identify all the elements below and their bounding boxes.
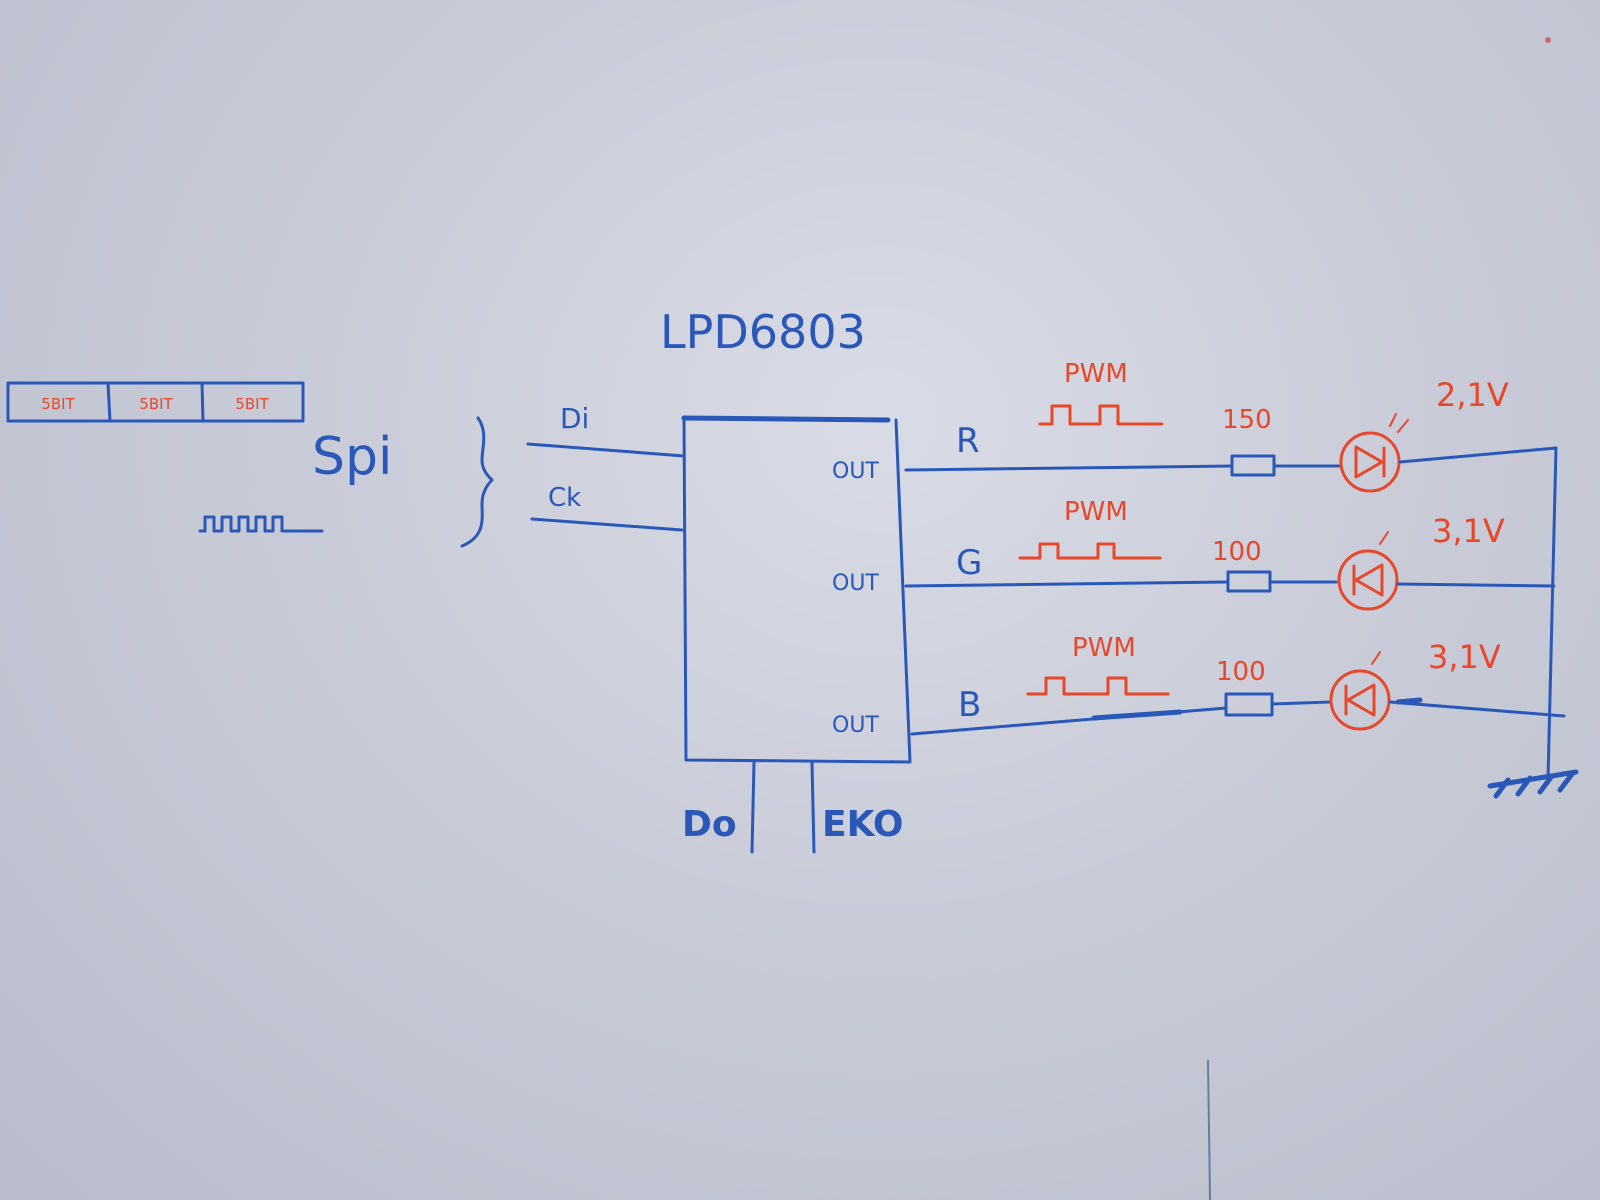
pwm-waveform-icon xyxy=(1018,542,1162,560)
clock-waveform-icon xyxy=(198,515,324,533)
led-r-icon xyxy=(1339,431,1401,493)
bus-brace xyxy=(460,416,494,548)
emission-arrow-icon xyxy=(1379,531,1389,545)
paper-mark xyxy=(1207,1059,1211,1200)
wire-b-mid xyxy=(1270,700,1332,706)
do-label: Do xyxy=(682,804,737,845)
pwm-label-b: PWM xyxy=(1072,633,1136,663)
data-frame: 5BIT 5BIT 5BIT xyxy=(6,381,305,423)
led-g-icon xyxy=(1337,549,1399,611)
spi-label: Spi xyxy=(312,427,392,487)
led-b-icon xyxy=(1329,669,1391,731)
wire-r-right xyxy=(1398,446,1558,464)
led-voltage-g: 3,1V xyxy=(1432,512,1505,550)
wire-b-right xyxy=(1388,700,1566,718)
pwm-waveform-icon xyxy=(1026,676,1170,696)
wire-r-left xyxy=(904,464,1234,472)
ground-icon xyxy=(1487,769,1579,799)
led-voltage-b: 3,1V xyxy=(1428,638,1501,676)
paper-dot xyxy=(1545,37,1551,43)
out-pin-b: OUT xyxy=(832,713,879,738)
frame-outline xyxy=(6,381,305,423)
frame-divider xyxy=(200,381,205,423)
diode-symbol xyxy=(1354,445,1386,479)
frame-field-2: 5BIT xyxy=(139,395,173,413)
out-pin-g: OUT xyxy=(832,571,879,596)
resistor-r xyxy=(1230,454,1276,477)
di-line xyxy=(526,442,686,458)
chip-name: LPD6803 xyxy=(660,305,866,359)
channel-r: R PWM 150 2,1V xyxy=(904,359,1558,493)
eko-label: EKO xyxy=(822,804,903,845)
wire-b-bold xyxy=(1395,697,1423,705)
eko-pin-line xyxy=(810,760,816,854)
chip-top-edge xyxy=(681,415,891,423)
channel-label-r: R xyxy=(956,421,980,461)
wire-g-right xyxy=(1396,582,1556,588)
do-pin-line xyxy=(750,760,756,854)
channel-b: B PWM 100 3,1V xyxy=(910,633,1566,736)
ck-label: Ck xyxy=(548,483,581,513)
channel-g: G PWM 100 3,1V xyxy=(904,497,1556,611)
emission-arrow-icon xyxy=(1371,651,1381,665)
channel-label-b: B xyxy=(958,685,981,725)
resistor-g xyxy=(1226,570,1272,593)
frame-divider xyxy=(106,381,112,423)
frame-field-1: 5BIT xyxy=(41,395,75,413)
pwm-waveform-icon xyxy=(1038,404,1164,426)
resistor-b xyxy=(1224,692,1274,717)
resistor-value-r: 150 xyxy=(1222,405,1272,435)
wire-g-left xyxy=(904,580,1230,588)
common-rail xyxy=(1546,446,1558,782)
led-voltage-r: 2,1V xyxy=(1436,376,1509,414)
ck-line xyxy=(530,517,684,532)
channel-label-g: G xyxy=(956,543,982,583)
resistor-value-b: 100 xyxy=(1216,657,1266,687)
chip-body xyxy=(682,416,912,764)
out-pin-r: OUT xyxy=(832,459,879,484)
diode-symbol xyxy=(1352,563,1384,597)
wire-b-bold xyxy=(1091,709,1183,721)
frame-field-3: 5BIT xyxy=(235,395,269,413)
emission-arrow-icon xyxy=(1389,413,1397,427)
pwm-label-g: PWM xyxy=(1064,497,1128,527)
emission-arrow-icon xyxy=(1397,419,1409,433)
diode-symbol xyxy=(1344,683,1376,717)
resistor-value-g: 100 xyxy=(1212,537,1262,567)
di-label: Di xyxy=(560,402,589,435)
pwm-label-r: PWM xyxy=(1064,359,1128,389)
